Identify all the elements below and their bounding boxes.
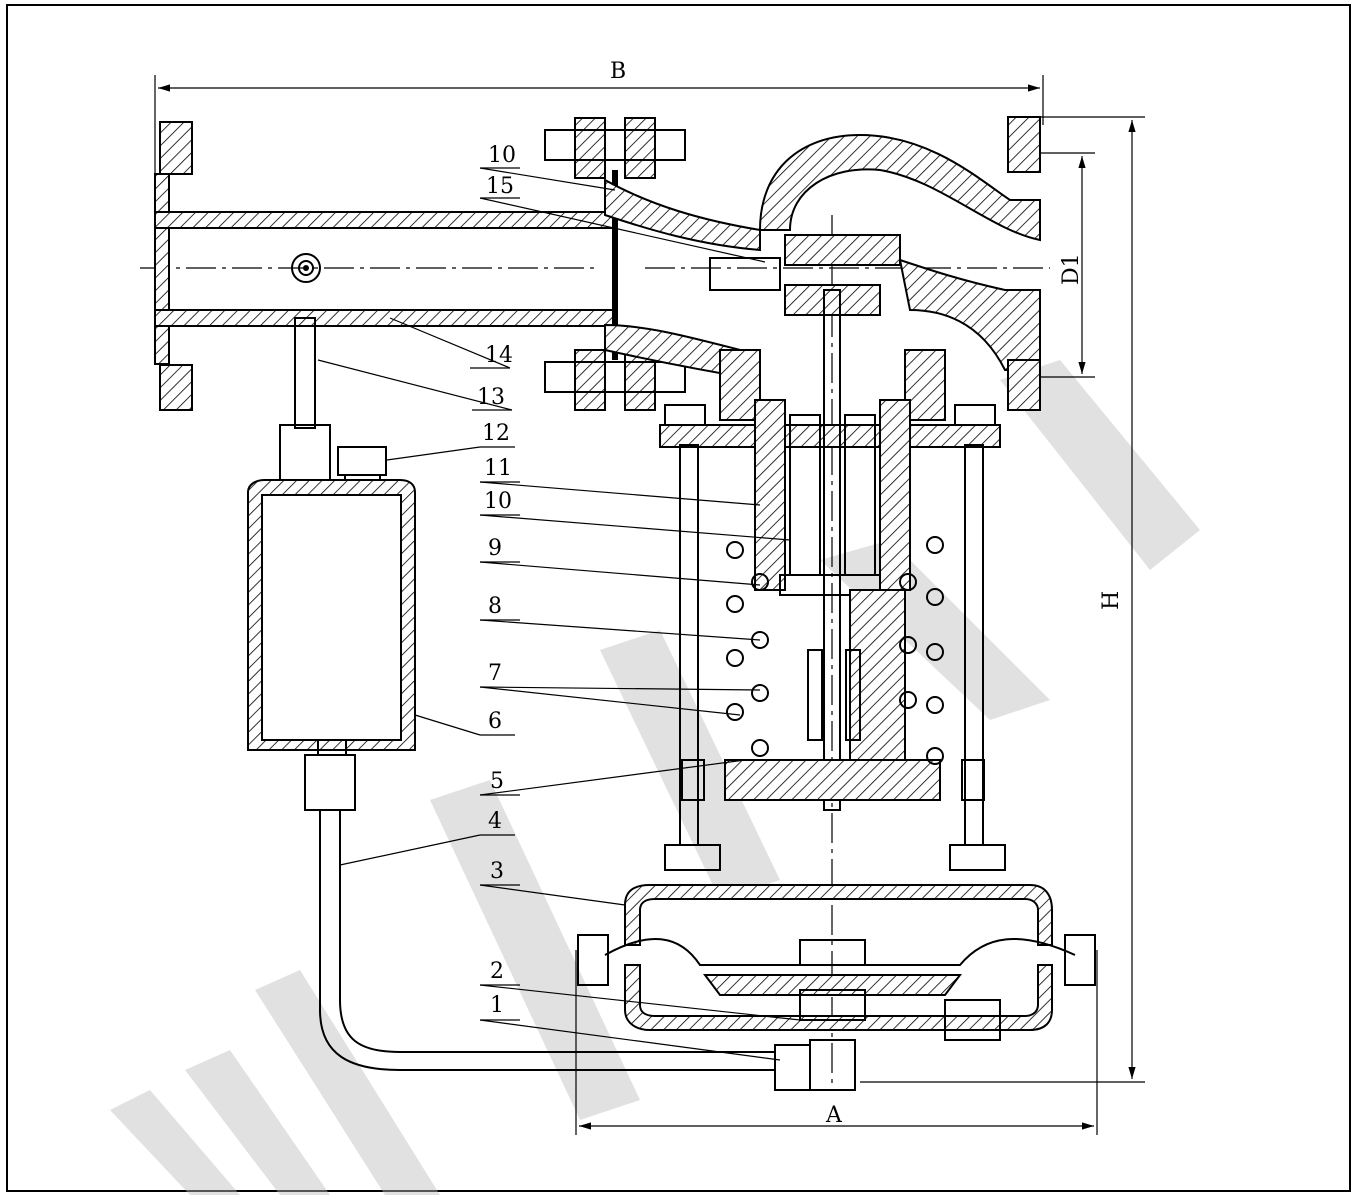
- part-label: 2: [490, 959, 504, 984]
- drawing-frame: [6, 4, 1351, 1192]
- part-label: 14: [485, 343, 513, 368]
- leader-lines: [317, 167, 801, 1061]
- condensate-pot: [247, 317, 775, 1071]
- part-label: 10: [484, 489, 512, 514]
- spring-coils: [726, 536, 944, 765]
- part-label: 5: [490, 769, 504, 794]
- part-label: 11: [484, 456, 512, 481]
- dim-h-label: H: [1099, 591, 1124, 610]
- part-label: 6: [488, 709, 502, 734]
- part-labels: 10 15 14 13 12 11 10 9 8 7 6 5 4 3 2 1: [477, 143, 516, 1018]
- part-label: 9: [488, 536, 502, 561]
- part-label: 1: [490, 993, 504, 1018]
- dim-a-label: A: [825, 1103, 843, 1128]
- dim-d1-label: D1: [1059, 253, 1084, 285]
- part-label: 3: [490, 859, 504, 884]
- valve-body: [604, 116, 1041, 421]
- part-label: 13: [477, 385, 505, 410]
- middle-flange: [544, 117, 686, 411]
- part-label: 4: [488, 809, 502, 834]
- part-label: 10: [488, 143, 516, 168]
- diaphragm-actuator: [577, 884, 1096, 1091]
- dimension-a: A: [575, 950, 1098, 1135]
- dim-b-label: B: [610, 59, 626, 84]
- bonnet-bellows: [659, 289, 1001, 811]
- watermark: [110, 360, 1200, 1195]
- part-label: 15: [486, 174, 514, 199]
- part-label: 7: [488, 661, 502, 686]
- part-label: 12: [482, 421, 510, 446]
- part-label: 8: [488, 594, 502, 619]
- dimension-d1: D1: [1040, 152, 1095, 378]
- spring-housing: [664, 444, 1006, 871]
